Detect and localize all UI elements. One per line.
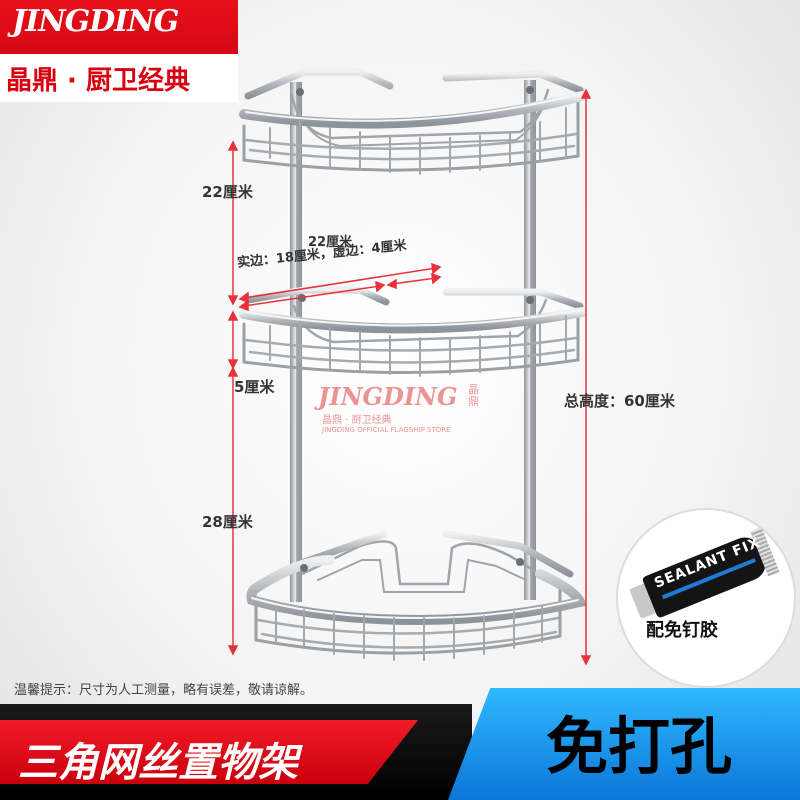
feature-no-drill: 免打孔 xyxy=(546,710,733,783)
watermark-tag: 晶鼎 xyxy=(468,383,479,408)
dim-label-top-gap: 22厘米 xyxy=(202,183,253,201)
product-name-banner: 三角网丝置物架 xyxy=(0,704,472,800)
dim-label-width: 22厘米 xyxy=(308,235,353,250)
dim-label-bottom-gap: 28厘米 xyxy=(202,513,253,531)
dim-label-basket-depth: 5厘米 xyxy=(234,378,275,396)
basket-middle xyxy=(239,286,587,377)
slogan-band: 晶鼎 · 厨卫经典 xyxy=(0,54,238,102)
dim-line-width xyxy=(243,267,437,299)
basket-top xyxy=(239,68,587,175)
watermark: JINGDING 晶鼎 晶鼎 · 厨卫经典 JINGDING OFFICIAL … xyxy=(318,382,508,442)
watermark-logo: JINGDING xyxy=(318,382,458,411)
dim-line-dashed-edge xyxy=(391,277,437,285)
watermark-store: JINGDING OFFICIAL FLAGSHIP STORE xyxy=(322,426,451,434)
feature-banner: 免打孔 xyxy=(448,688,800,800)
brand-header: JINGDING 晶鼎 · 厨卫经典 xyxy=(0,0,238,102)
measurement-tip: 温馨提示：尺寸为人工测量，略有误差，敬请谅解。 xyxy=(14,683,314,698)
glue-caption: 配免钉胶 xyxy=(646,620,718,641)
brand-slogan: 晶鼎 · 厨卫经典 xyxy=(6,66,190,96)
dimension-lines xyxy=(227,88,592,666)
product-name: 三角网丝置物架 xyxy=(18,740,298,786)
sealant-badge: SEALANT FIX 配免钉胶 xyxy=(618,510,794,686)
dim-line-solid-edge xyxy=(243,285,381,307)
dim-label-total-height: 总高度：60厘米 xyxy=(564,392,675,410)
product-name-band: 三角网丝置物架 xyxy=(0,720,418,784)
brand-logo: JINGDING xyxy=(12,4,179,39)
basket-bottom xyxy=(246,530,587,661)
shelf-posts xyxy=(290,80,536,602)
watermark-slogan: 晶鼎 · 厨卫经典 xyxy=(322,415,392,426)
